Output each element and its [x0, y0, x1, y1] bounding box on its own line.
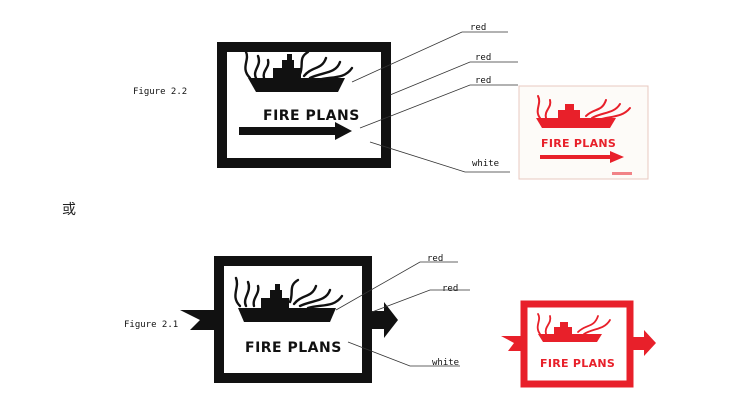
sign-frame — [214, 256, 372, 383]
sign-frame — [217, 42, 391, 168]
figure-2-2-sign-drawing: FIRE PLANS — [217, 42, 391, 168]
figure-2-2-callouts — [351, 31, 518, 173]
figure-2-2-label: Figure 2.2 — [133, 87, 187, 97]
callout-label: white — [472, 159, 499, 169]
flames-icon — [244, 50, 354, 82]
arrow-right-icon — [239, 122, 352, 140]
photo-sign-tag — [612, 172, 632, 175]
left-arrow-tail — [180, 310, 220, 330]
flames-icon — [234, 276, 344, 310]
callout-label: red — [442, 284, 458, 294]
ship-icon — [238, 284, 336, 322]
figure-2-1-photo-sign: FIRE PLANS — [501, 300, 656, 388]
left-arrow-tail — [501, 336, 524, 351]
or-separator: 或 — [62, 202, 76, 218]
callout-label: red — [470, 23, 486, 33]
sign-text: FIRE PLANS — [263, 108, 360, 124]
callout-label: white — [432, 358, 459, 368]
flames-icon — [536, 313, 611, 335]
arrow-right-icon — [540, 151, 624, 163]
figure-2-1-sign-drawing: FIRE PLANS — [180, 256, 398, 383]
photo-sign-background — [518, 85, 649, 180]
callout-label: red — [475, 76, 491, 86]
ship-icon — [536, 104, 616, 128]
figure-2-1-label: Figure 2.1 — [124, 320, 178, 330]
photo-sign-text: FIRE PLANS — [541, 137, 616, 150]
flames-icon — [536, 95, 631, 121]
photo-sign-frame — [520, 300, 634, 388]
photo-sign-text: FIRE PLANS — [540, 357, 615, 370]
ship-icon — [248, 54, 345, 92]
callout-label: red — [475, 53, 491, 63]
figure-2-2-photo-sign: FIRE PLANS — [518, 85, 649, 180]
figure-2-1-callouts — [335, 261, 470, 367]
sign-text: FIRE PLANS — [245, 340, 342, 356]
ship-icon — [538, 322, 602, 342]
callout-label: red — [427, 254, 443, 264]
